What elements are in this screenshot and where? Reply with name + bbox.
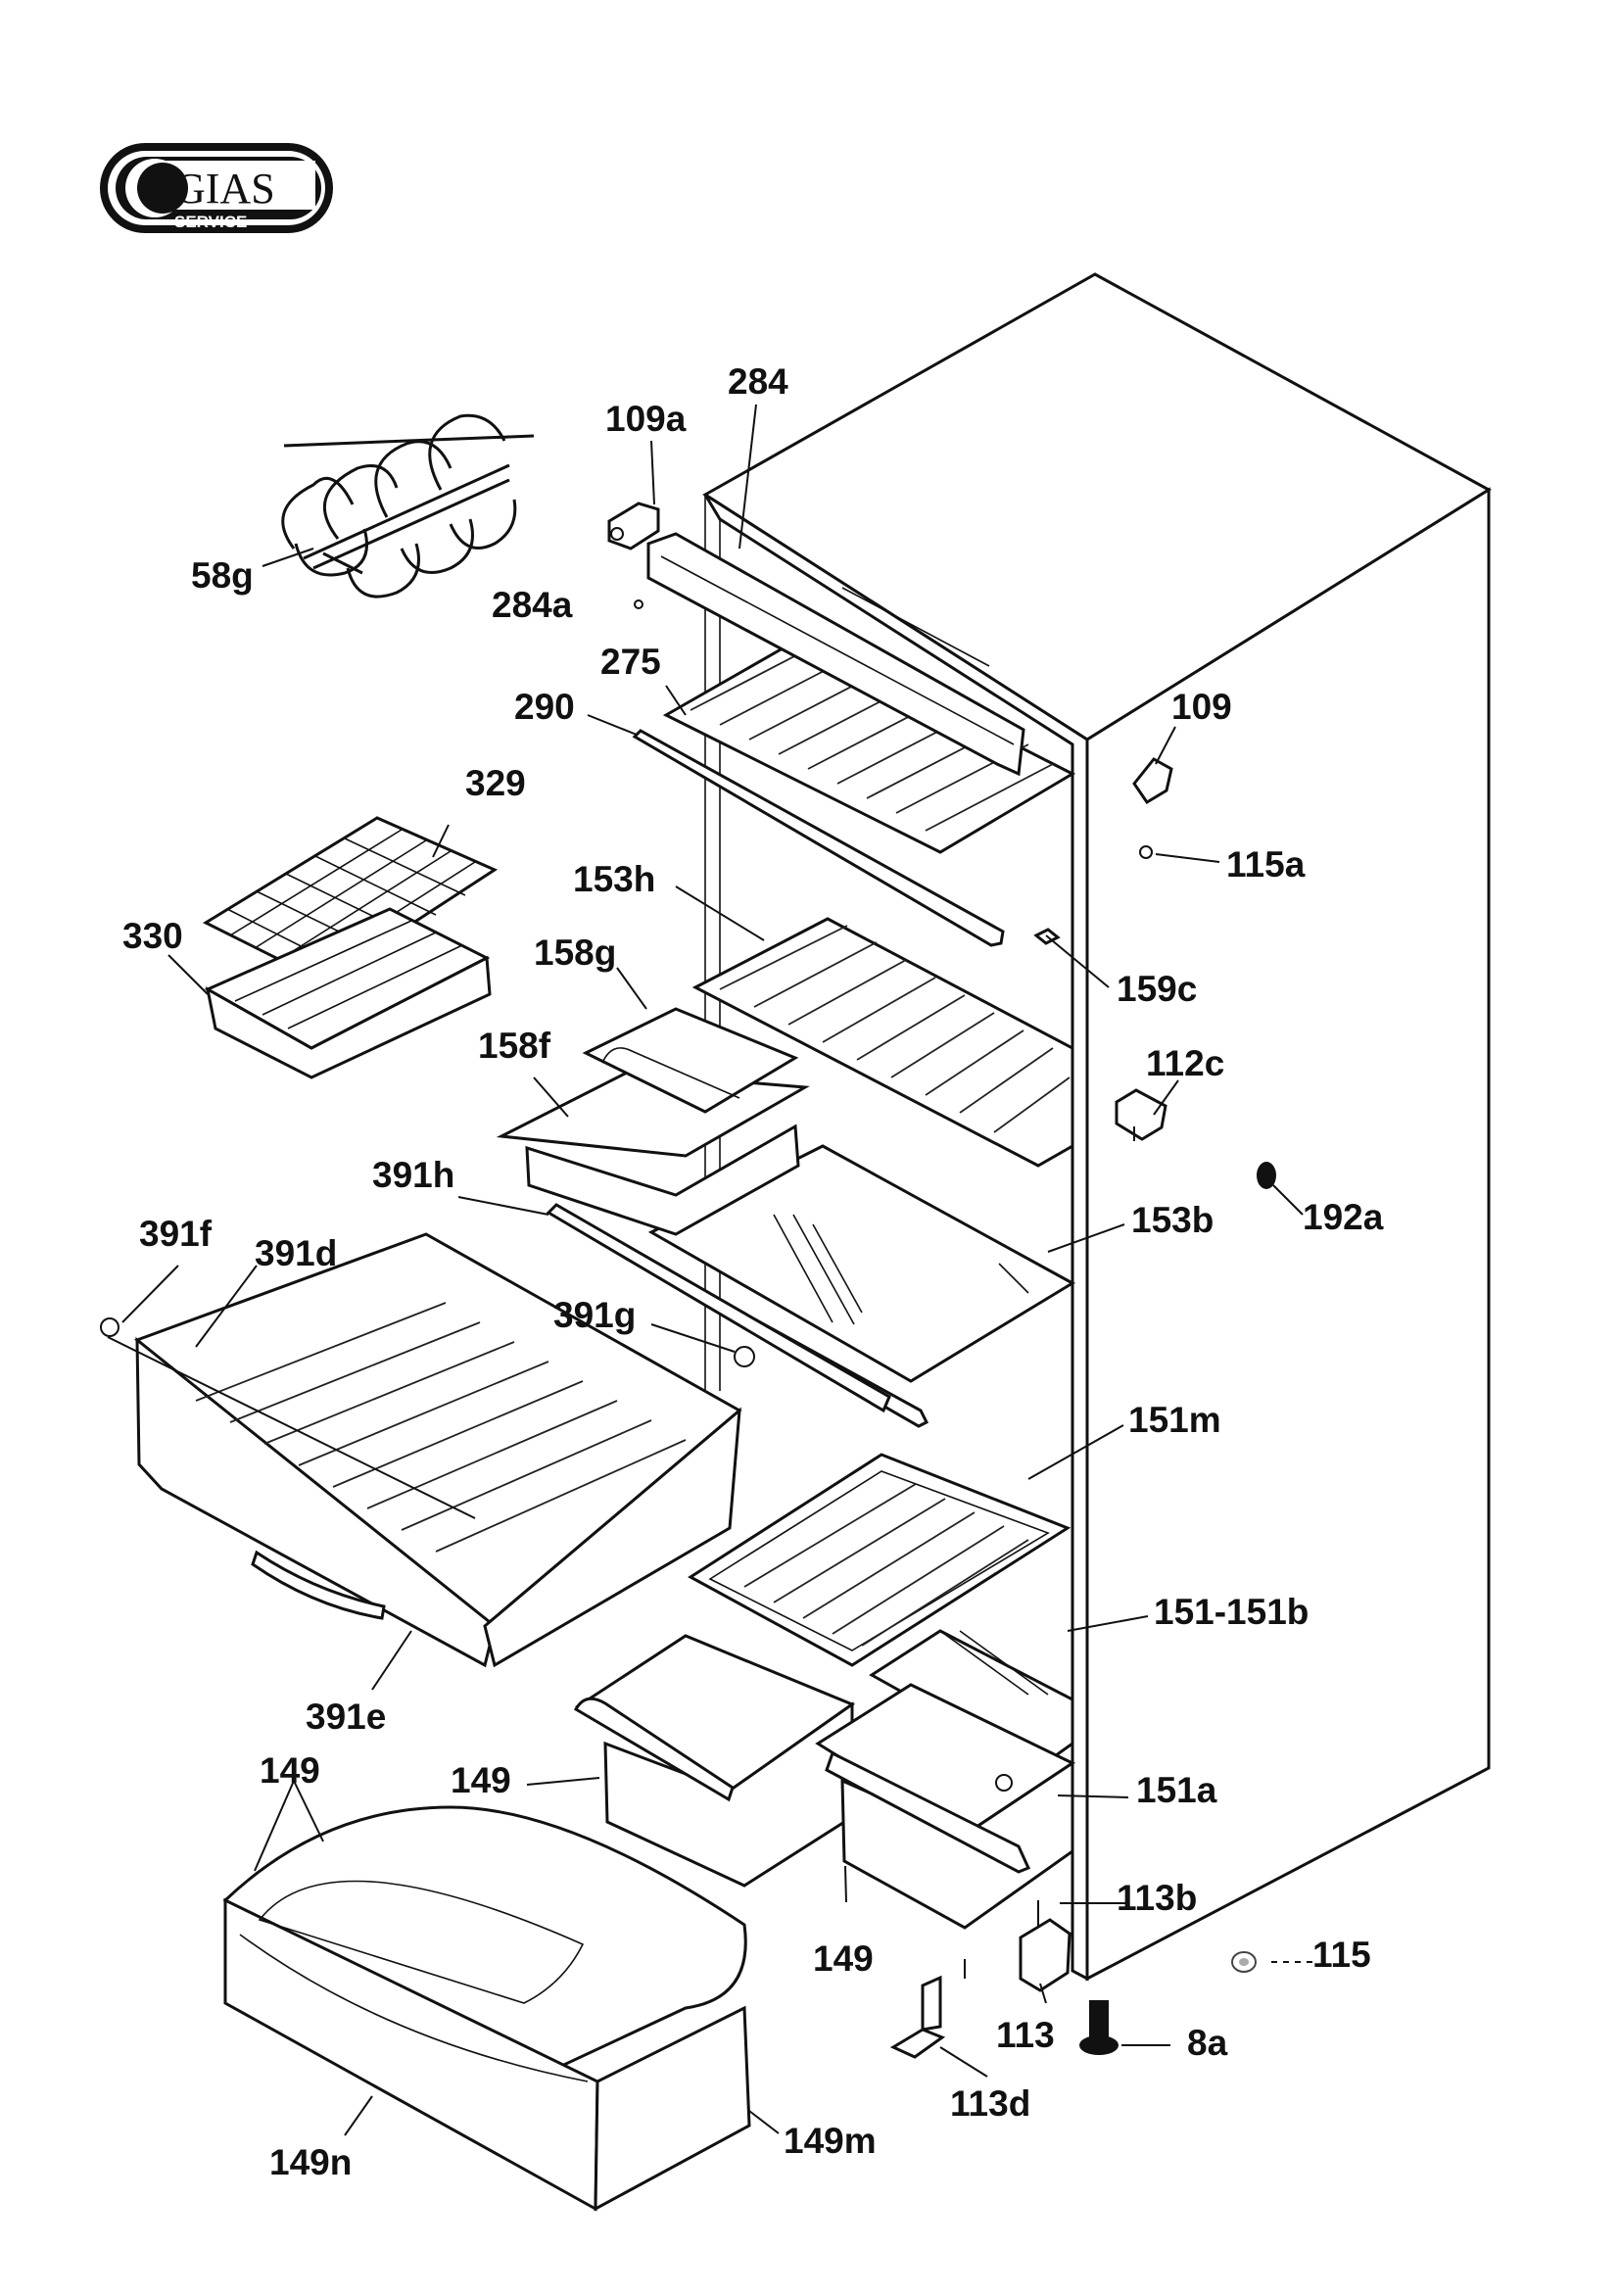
- washer-115: [1231, 1951, 1257, 1973]
- drawer-149-right: [815, 1683, 1076, 1930]
- label-391g: 391g: [553, 1295, 636, 1335]
- label-153b: 153b: [1131, 1200, 1214, 1240]
- label-391h: 391h: [372, 1155, 454, 1195]
- label-149-lower: 149: [813, 1938, 874, 1979]
- label-153h: 153h: [573, 859, 655, 899]
- shelf-151m: [688, 1453, 1071, 1667]
- wine-rack-58g: [281, 413, 535, 598]
- leader-lines: [121, 404, 1312, 2136]
- label-284a: 284a: [492, 585, 573, 625]
- drawer-391: [100, 1232, 742, 1668]
- hinge-113d: [889, 1959, 966, 2059]
- label-329: 329: [465, 763, 526, 803]
- label-115a: 115a: [1226, 844, 1306, 885]
- label-149m: 149m: [784, 2121, 877, 2161]
- label-151a: 151a: [1136, 1770, 1217, 1810]
- label-290: 290: [514, 687, 575, 727]
- label-158g: 158g: [534, 933, 616, 973]
- logo-subtext: SERVICE: [174, 213, 247, 231]
- label-151-151b: 151-151b: [1154, 1592, 1309, 1632]
- plug-192a: [1257, 1162, 1276, 1189]
- label-192a: 192a: [1303, 1197, 1384, 1237]
- label-149n: 149n: [269, 2142, 352, 2182]
- ice-tray-lid-329: [202, 816, 499, 983]
- logo-text: GIAS: [174, 165, 275, 213]
- hinge-112c: [1115, 1088, 1167, 1141]
- label-151m: 151m: [1128, 1400, 1221, 1440]
- label-149-mid: 149: [451, 1760, 511, 1800]
- gias-service-logo: GIAS SERVICE: [100, 143, 333, 233]
- label-149-top-left: 149: [260, 1750, 320, 1791]
- drawer-149-left: [573, 1634, 856, 1888]
- label-58g: 58g: [191, 555, 254, 596]
- part-labels: 58g 109a 284 284a 275 290 109 115a 329 3…: [122, 361, 1384, 2182]
- label-8a: 8a: [1187, 2023, 1228, 2063]
- label-113b: 113b: [1117, 1878, 1197, 1918]
- crisper-158: [496, 1007, 810, 1236]
- label-112c: 112c: [1146, 1043, 1224, 1083]
- label-391e: 391e: [306, 1697, 386, 1737]
- ice-tray-330: [204, 907, 492, 1079]
- label-159c: 159c: [1117, 969, 1197, 1009]
- label-330: 330: [122, 916, 183, 956]
- label-113: 113: [996, 2015, 1055, 2055]
- label-158f: 158f: [478, 1026, 551, 1066]
- label-275: 275: [600, 642, 661, 682]
- label-113d: 113d: [950, 2083, 1030, 2124]
- label-115: 115: [1312, 1935, 1371, 1975]
- hinge-109: [1132, 757, 1173, 859]
- bin-149n: [222, 1805, 751, 2212]
- label-109a: 109a: [605, 399, 687, 439]
- label-391d: 391d: [255, 1233, 337, 1273]
- top-bar-284: [646, 532, 1025, 777]
- foot-8a: [1079, 2000, 1119, 2055]
- shelf-153b: [546, 1144, 1075, 1428]
- bushing-391g: [734, 1346, 755, 1367]
- label-284: 284: [728, 361, 788, 402]
- rod-290: [632, 729, 1005, 947]
- hinge-109a: [607, 502, 660, 550]
- label-391f: 391f: [139, 1214, 213, 1254]
- cabinet-body: [702, 272, 1492, 1982]
- hinge-113: [1019, 1900, 1071, 1992]
- screw-284a: [634, 599, 643, 609]
- shelf-153h: [691, 917, 1074, 1168]
- label-109: 109: [1171, 687, 1232, 727]
